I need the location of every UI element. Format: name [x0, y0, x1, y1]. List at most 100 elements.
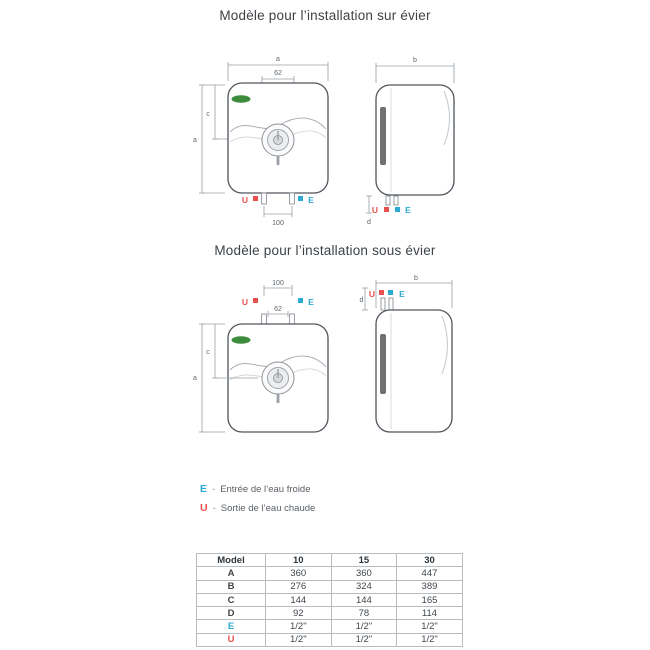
hot-outlet-label: U [369, 289, 375, 299]
cold-inlet-mark [298, 298, 303, 303]
dim-label-a-left: a [193, 137, 197, 144]
dimension-width-a [227, 62, 329, 81]
cold-inlet-mark [298, 196, 303, 201]
table-row-c: C 144 144 165 [196, 592, 463, 608]
hot-outlet-mark [253, 298, 258, 303]
row-label: A [196, 566, 266, 581]
dimension-d [366, 195, 372, 214]
dimension-c [212, 324, 258, 379]
legend: E - Entrée de l’eau froide U - Sortie de… [200, 483, 315, 521]
dim-label-c: c [206, 349, 210, 356]
drawing-side-sur-evier: b U E d [366, 57, 455, 226]
cold-inlet-label: E [399, 289, 405, 299]
cold-inlet-label: E [405, 205, 411, 215]
cell-value: 92 [265, 606, 332, 621]
dimension-height-a [199, 84, 225, 194]
legend-dash: - [212, 503, 216, 514]
dim-label-d: d [360, 297, 364, 304]
cold-inlet-label: E [308, 297, 314, 307]
dim-label-b: b [413, 57, 417, 64]
table-row-a: A 360 360 447 [196, 566, 463, 581]
row-label: B [196, 579, 266, 594]
table-row-b: B 276 324 389 [196, 579, 463, 594]
cell-value: 165 [396, 592, 463, 608]
cell-value: 144 [330, 592, 398, 608]
table-row-d: D 92 78 114 [196, 606, 463, 621]
cell-value: 1/2" [330, 632, 398, 648]
dim-label-b: b [414, 275, 418, 282]
cold-inlet-label: E [308, 195, 314, 205]
drawing-front-sur-evier: a 62 a c [193, 56, 329, 227]
dim-label-c: c [206, 111, 210, 118]
heater-body-side [375, 84, 455, 196]
drawing-side-sous-evier: b d U E [360, 275, 453, 433]
dim-label-100: 100 [272, 280, 284, 287]
hot-outlet-label: U [372, 205, 378, 215]
dim-label-100: 100 [272, 220, 284, 227]
heater-body-front [227, 323, 329, 433]
cell-value: 447 [396, 566, 463, 581]
table-header-row: Model 10 15 30 [196, 552, 463, 568]
water-connections-side [380, 297, 394, 311]
cell-value: 1/2" [265, 619, 332, 634]
legend-dash: - [212, 484, 216, 495]
dimension-height-a [199, 323, 225, 433]
dimension-100 [263, 206, 293, 217]
cell-value: 360 [265, 566, 332, 581]
table-row-e: E 1/2" 1/2" 1/2" [196, 619, 463, 634]
hot-outlet-label: U [242, 297, 248, 307]
cell-value: 324 [330, 579, 398, 594]
dimension-62 [267, 311, 289, 317]
control-knob [261, 123, 295, 157]
dimensions-table: Model 10 15 30 A 360 360 447 B 276 324 3… [196, 552, 463, 648]
hot-outlet-text: Sortie de l’eau chaude [220, 503, 316, 514]
cell-value: 389 [396, 579, 463, 594]
row-label: C [196, 592, 266, 608]
water-connections [261, 313, 295, 325]
cold-inlet-mark [388, 290, 393, 295]
legend-item-hot-outlet: U - Sortie de l’eau chaude [200, 502, 315, 514]
heater-body-side [375, 309, 453, 433]
row-label: D [196, 606, 266, 621]
cell-value: 114 [396, 606, 463, 621]
drawing-front-sous-evier: 100 U E 62 [193, 280, 329, 433]
cell-value: 1/2" [396, 619, 463, 634]
legend-item-cold-inlet: E - Entrée de l’eau froide [200, 483, 315, 495]
row-label-cold: E [196, 619, 266, 634]
table-header-30: 30 [396, 552, 463, 568]
knob-stem [276, 394, 280, 403]
water-connections [253, 192, 303, 205]
table-row-u: U 1/2" 1/2" 1/2" [196, 632, 463, 648]
cell-value: 144 [265, 592, 332, 608]
cold-symbol: E [200, 483, 208, 495]
dim-label-62: 62 [274, 70, 282, 77]
water-connections-side [384, 195, 400, 212]
cell-value: 276 [265, 579, 332, 594]
dim-label-d: d [367, 219, 371, 226]
hot-outlet-mark [384, 207, 389, 212]
dimension-b [375, 280, 453, 308]
mounting-bracket [380, 334, 386, 394]
hot-outlet-label: U [242, 195, 248, 205]
title-sur-evier: Modèle pour l’installation sur évier [219, 8, 431, 23]
cell-value: 1/2" [396, 632, 463, 648]
table-header-model: Model [196, 552, 266, 568]
dimension-62 [261, 76, 295, 83]
mounting-bracket [380, 107, 386, 165]
ariston-logo [231, 336, 251, 344]
hot-symbol: U [200, 502, 208, 514]
hot-outlet-mark [253, 196, 258, 201]
knob-stem [276, 156, 280, 165]
cold-inlet-text: Entrée de l’eau froide [220, 484, 311, 495]
cell-value: 1/2" [265, 632, 332, 648]
dim-label-a-left: a [193, 375, 197, 382]
dimension-100 [263, 285, 293, 296]
title-sous-evier: Modèle pour l’installation sous évier [214, 243, 436, 258]
table-header-10: 10 [265, 552, 332, 568]
cell-value: 1/2" [330, 619, 398, 634]
control-knob [261, 361, 295, 395]
dim-label-62: 62 [274, 306, 282, 313]
heater-body-front [227, 82, 329, 194]
table-header-15: 15 [330, 552, 398, 568]
